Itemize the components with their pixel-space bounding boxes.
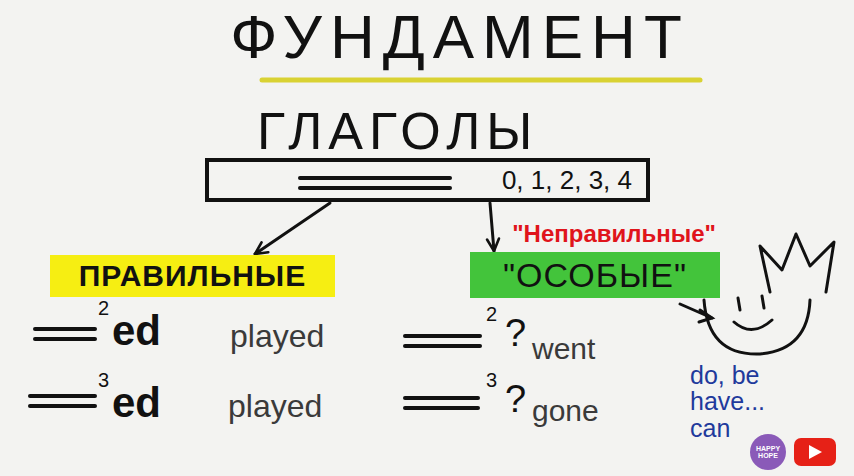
youtube-play: [809, 445, 822, 459]
verb-box: ГЛАГОЛЫ0, 1, 2, 3, 4: [205, 158, 650, 202]
form-numbers: 0, 1, 2, 3, 4: [502, 167, 632, 193]
channel-logo: [750, 434, 786, 470]
verb-line: [35, 327, 95, 331]
arrow-connector: [490, 203, 494, 251]
example-word: played: [230, 320, 324, 352]
arrow-head: [699, 310, 712, 322]
example-word: played: [228, 390, 322, 422]
watermark: HAPPY HOPE: [751, 445, 785, 459]
band-text: "ОСОБЫЕ": [503, 258, 687, 292]
verb-line: [405, 396, 478, 400]
suffix-text: ed: [112, 382, 161, 424]
crown-smiley: [704, 234, 834, 354]
question-mark: ?: [505, 314, 526, 352]
youtube-logo: [794, 438, 836, 466]
example-word: gone: [532, 396, 599, 426]
smiley-face: [704, 300, 810, 354]
smiley-eye: [738, 298, 740, 310]
verb-line: [405, 344, 480, 348]
band-text: ПРАВИЛЬНЫЕ: [79, 261, 307, 291]
example-word: went: [532, 334, 595, 364]
verb-line: [300, 186, 450, 190]
irregular-band: "Неправильные""ОСОБЫЕ": [470, 252, 720, 298]
verb-line: [35, 337, 95, 341]
regular-band: ПРАВИЛЬНЫЕ: [50, 255, 335, 297]
connectors: [255, 203, 494, 254]
smiley-eye: [762, 296, 764, 308]
verb-line: [405, 406, 478, 410]
crown-arrow: [680, 304, 712, 322]
superscript-number: 2: [486, 304, 497, 324]
verb-line: [300, 176, 450, 180]
verb-line: [30, 404, 95, 408]
crown: [760, 234, 834, 292]
title-underline: [262, 78, 700, 83]
arrow-connector: [255, 203, 330, 254]
title-text: ФУНДАМЕНТ: [150, 6, 770, 68]
verb-list: do, be have... can: [690, 362, 805, 441]
superscript-number: 3: [486, 370, 497, 390]
verb-line: [30, 394, 95, 398]
verb-line: [405, 334, 480, 338]
superscript-number: 2: [98, 298, 109, 318]
superscript-number: 3: [98, 370, 109, 390]
band-heading: "Неправильные": [508, 220, 720, 248]
section-heading: ГЛАГОЛЫ: [257, 102, 538, 162]
suffix-text: ed: [112, 310, 161, 352]
double-lines: [30, 178, 480, 408]
question-mark: ?: [505, 380, 526, 418]
smiley-mouth: [734, 320, 772, 330]
